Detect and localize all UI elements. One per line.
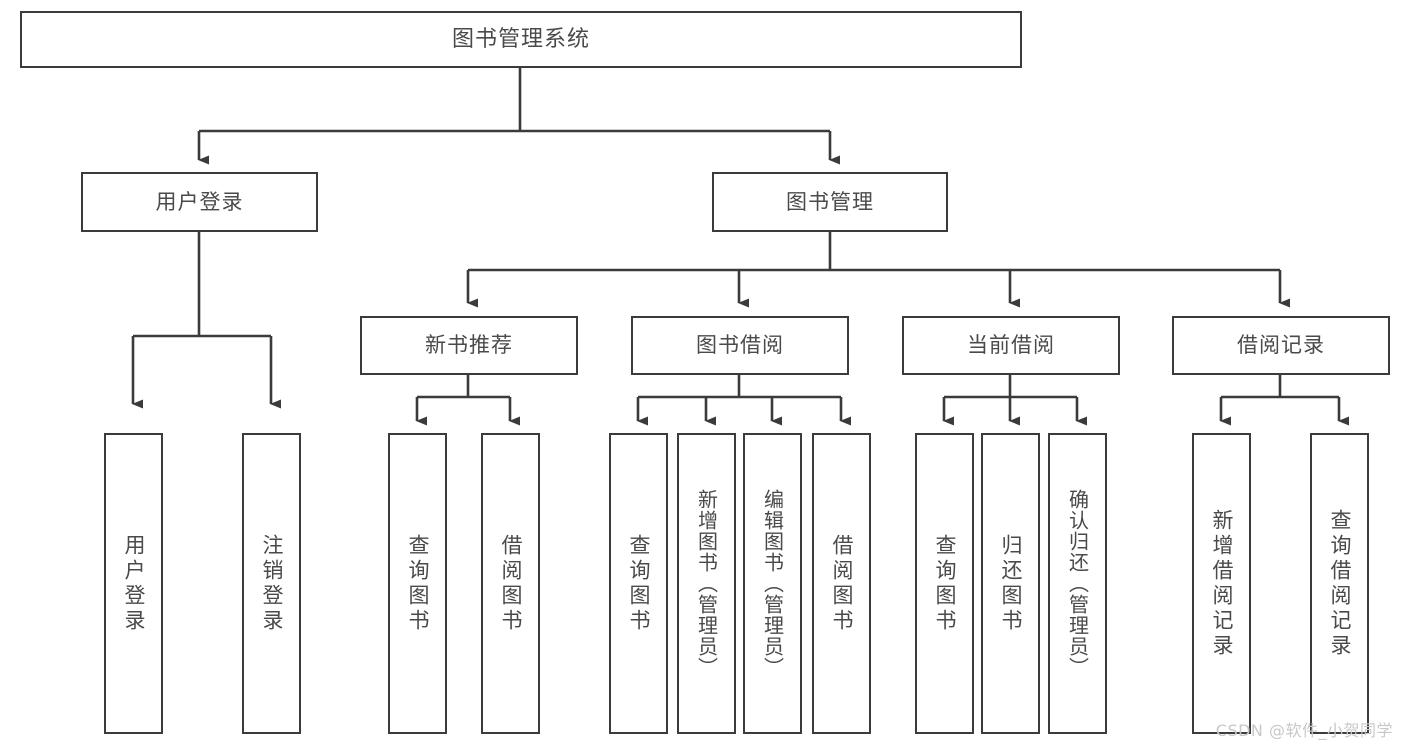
leaf-borrow-book-label: 借阅图书 — [830, 533, 854, 634]
node-borrow-record-label: 借阅记录 — [1237, 333, 1325, 358]
leaf-borrow-book-recommend-label: 借阅图书 — [499, 533, 523, 634]
leaf-query-book-current-label: 查询图书 — [933, 533, 957, 634]
node-book-borrow-label: 图书借阅 — [696, 333, 784, 358]
leaf-borrow-book[interactable]: 借阅图书 — [812, 433, 871, 734]
leaf-add-borrow-record-label: 新增借阅记录 — [1210, 508, 1234, 659]
leaf-confirm-return-admin[interactable]: 确认归还（管理员） — [1048, 433, 1107, 734]
leaf-add-book-admin[interactable]: 新增图书（管理员） — [677, 433, 736, 734]
node-book-management[interactable]: 图书管理 — [712, 172, 948, 232]
node-root[interactable]: 图书管理系统 — [20, 11, 1022, 68]
leaf-return-book[interactable]: 归还图书 — [981, 433, 1040, 734]
leaf-query-book-recommend[interactable]: 查询图书 — [388, 433, 447, 734]
leaf-query-book-borrow[interactable]: 查询图书 — [609, 433, 668, 734]
node-current-borrow-label: 当前借阅 — [967, 333, 1055, 358]
leaf-logout[interactable]: 注销登录 — [242, 433, 301, 734]
node-new-book-recommend-label: 新书推荐 — [425, 333, 513, 358]
leaf-borrow-book-recommend[interactable]: 借阅图书 — [481, 433, 540, 734]
node-book-management-label: 图书管理 — [786, 189, 874, 214]
node-user-login[interactable]: 用户登录 — [81, 172, 318, 232]
leaf-user-login[interactable]: 用户登录 — [104, 433, 163, 734]
leaf-user-login-label: 用户登录 — [122, 533, 146, 634]
node-user-login-label: 用户登录 — [155, 189, 244, 214]
leaf-query-book-current[interactable]: 查询图书 — [915, 433, 974, 734]
watermark: CSDN @软件_小贺同学 — [1215, 721, 1393, 740]
node-new-book-recommend[interactable]: 新书推荐 — [360, 316, 578, 375]
leaf-return-book-label: 归还图书 — [999, 533, 1023, 634]
leaf-edit-book-admin-label: 编辑图书（管理员） — [760, 489, 785, 678]
leaf-query-borrow-record[interactable]: 查询借阅记录 — [1310, 433, 1369, 734]
leaf-query-book-borrow-label: 查询图书 — [627, 533, 651, 634]
leaf-add-book-admin-label: 新增图书（管理员） — [694, 489, 719, 678]
leaf-confirm-return-admin-label: 确认归还（管理员） — [1065, 489, 1090, 678]
leaf-add-borrow-record[interactable]: 新增借阅记录 — [1192, 433, 1251, 734]
node-current-borrow[interactable]: 当前借阅 — [902, 316, 1120, 375]
leaf-query-book-recommend-label: 查询图书 — [406, 533, 430, 634]
node-book-borrow[interactable]: 图书借阅 — [631, 316, 849, 375]
node-borrow-record[interactable]: 借阅记录 — [1172, 316, 1390, 375]
leaf-edit-book-admin[interactable]: 编辑图书（管理员） — [743, 433, 802, 734]
leaf-logout-label: 注销登录 — [260, 533, 284, 634]
leaf-query-borrow-record-label: 查询借阅记录 — [1328, 508, 1352, 659]
node-root-label: 图书管理系统 — [451, 26, 590, 52]
